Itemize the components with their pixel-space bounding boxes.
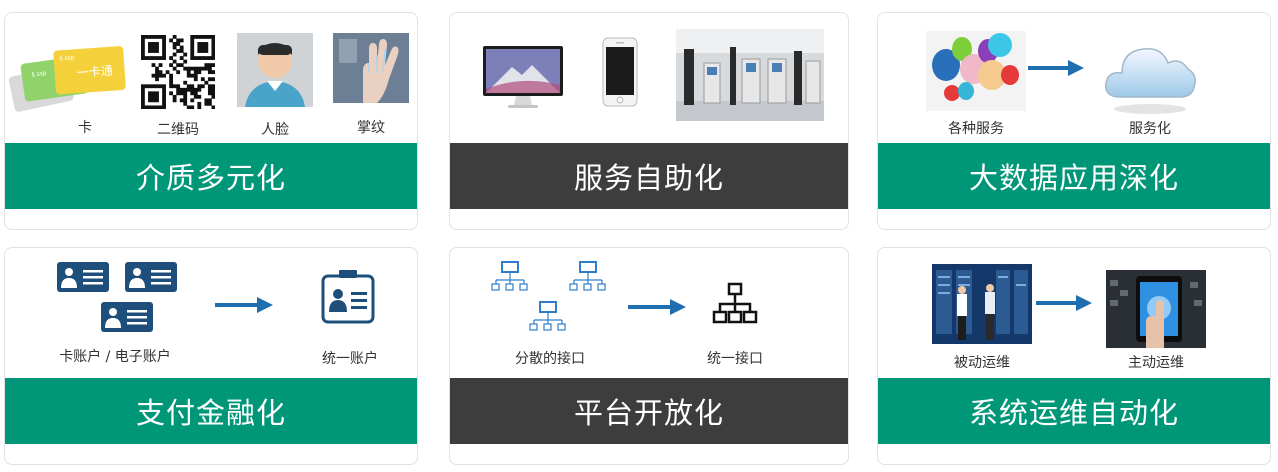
id-cards-icon: § ssp § ssp 一卡通 bbox=[9, 37, 127, 113]
card-title: 平台开放化 bbox=[450, 378, 848, 444]
tablet-touch-icon bbox=[1106, 270, 1206, 348]
card-platform: 分散的接口 统一接口 平台开放化 bbox=[449, 247, 849, 465]
arrow-icon bbox=[628, 298, 686, 316]
card-media: § ssp § ssp 一卡通 卡 二维码 人脸 bbox=[4, 12, 418, 230]
label-to: 统一账户 bbox=[322, 351, 378, 367]
balloons-icon bbox=[926, 31, 1026, 111]
cloud-icon bbox=[1102, 33, 1198, 119]
label-from: 被动运维 bbox=[954, 355, 1010, 371]
label-to: 统一接口 bbox=[707, 351, 763, 367]
label-from: 各种服务 bbox=[948, 121, 1004, 137]
palm-scan-icon bbox=[333, 33, 409, 103]
label-from: 卡账户 / 电子账户 bbox=[59, 349, 171, 365]
card-self-service: 服务自助化 bbox=[449, 12, 849, 230]
label-palm: 掌纹 bbox=[357, 120, 385, 136]
account-cards-icon bbox=[55, 260, 185, 336]
hierarchy-icon bbox=[712, 282, 758, 326]
card-title: 系统运维自动化 bbox=[878, 378, 1270, 444]
card-title: 大数据应用深化 bbox=[878, 143, 1270, 209]
unified-account-icon bbox=[321, 268, 375, 324]
qr-code-icon bbox=[141, 35, 215, 109]
card-title: 支付金融化 bbox=[5, 378, 417, 444]
label-to: 服务化 bbox=[1129, 121, 1171, 137]
arrow-icon bbox=[1028, 59, 1084, 77]
card-ops: 被动运维 主动运维 系统运维自动化 bbox=[877, 247, 1271, 465]
kiosk-room-icon bbox=[676, 29, 824, 121]
card-bigdata: 各种服务 服务化 大数据应用深化 bbox=[877, 12, 1271, 230]
face-photo-icon bbox=[237, 33, 313, 107]
card-title: 介质多元化 bbox=[5, 143, 417, 209]
network-nodes-icon bbox=[490, 258, 620, 342]
card-text: 一卡通 bbox=[76, 64, 113, 80]
svg-text:§ ssp: § ssp bbox=[31, 70, 47, 79]
arrow-icon bbox=[1036, 294, 1092, 312]
label-qr: 二维码 bbox=[157, 122, 199, 138]
label-from: 分散的接口 bbox=[515, 351, 585, 367]
monitor-icon bbox=[482, 45, 564, 111]
phone-icon bbox=[602, 37, 638, 107]
label-to: 主动运维 bbox=[1128, 355, 1184, 371]
card-title: 服务自助化 bbox=[450, 143, 848, 209]
label-card: 卡 bbox=[78, 120, 92, 136]
arrow-icon bbox=[215, 296, 273, 314]
card-payment: 卡账户 / 电子账户 统一账户 支付金融化 bbox=[4, 247, 418, 465]
server-room-icon bbox=[932, 264, 1032, 344]
label-face: 人脸 bbox=[261, 122, 289, 138]
svg-text:§ ssp: § ssp bbox=[59, 54, 75, 62]
